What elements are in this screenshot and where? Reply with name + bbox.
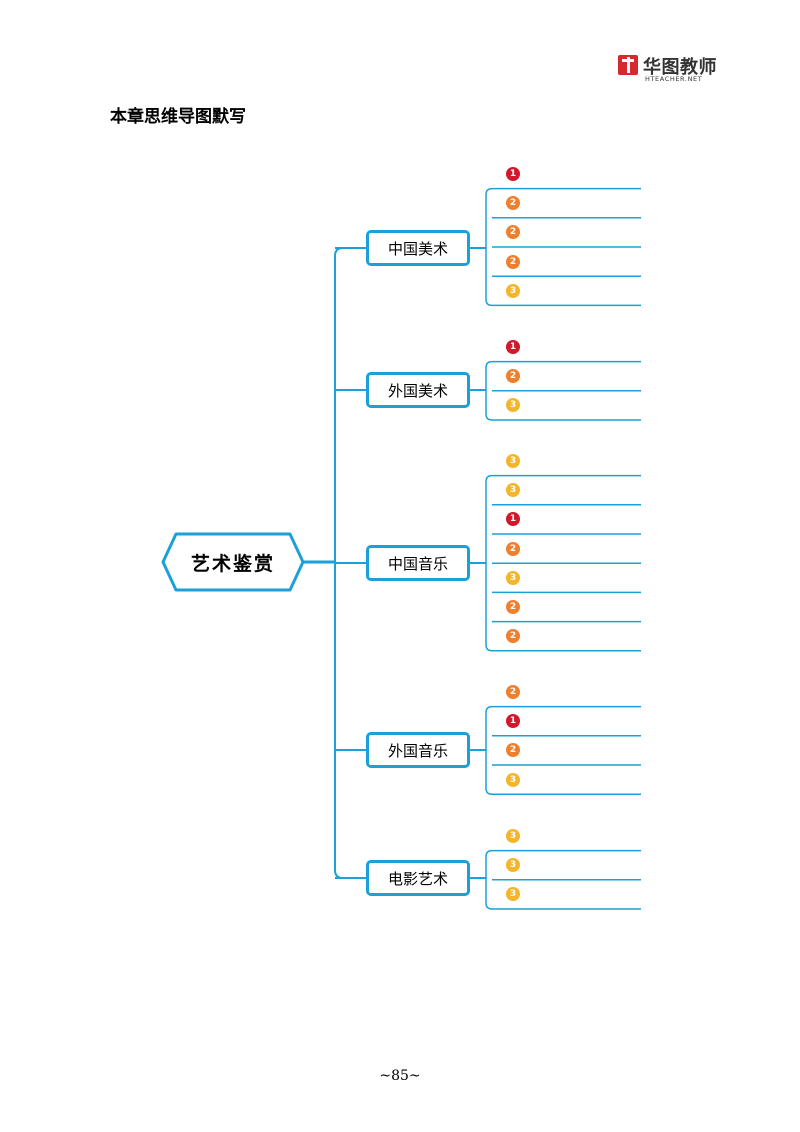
logo-brand: 华图教师: [643, 57, 717, 78]
importance-badge: 3: [506, 283, 520, 298]
importance-badge: 2: [506, 196, 520, 211]
leaf-bracket: [485, 360, 493, 421]
importance-badge: 2: [506, 225, 520, 240]
importance-badge: 3: [506, 829, 520, 843]
page-number: ~85~: [379, 1068, 421, 1084]
importance-badge: 2: [506, 629, 520, 644]
importance-badge: 1: [506, 714, 520, 729]
importance-badge: 2: [506, 541, 520, 556]
importance-badge: 2: [506, 685, 520, 699]
category-node: 电影艺术: [366, 860, 470, 896]
logo-mark-icon: [618, 55, 638, 75]
importance-badge: 1: [506, 512, 520, 527]
hteacher-logo: 华图教师 HTEACHER.NET: [618, 55, 733, 87]
category-node: 外国美术: [366, 372, 470, 408]
leaf-bracket: [485, 187, 493, 307]
root-node-shape: [161, 532, 305, 592]
importance-badge: 3: [506, 483, 520, 498]
importance-badge: 3: [506, 570, 520, 585]
category-node: 外国音乐: [366, 732, 470, 768]
leaf-bracket: [485, 474, 493, 652]
category-node: 中国美术: [366, 230, 470, 266]
importance-badge: 3: [506, 858, 520, 873]
leaf-bracket: [485, 849, 493, 910]
root-node-label: 艺术鉴赏: [190, 552, 275, 575]
logo-site: HTEACHER.NET: [645, 75, 703, 83]
importance-badge: 2: [506, 743, 520, 758]
importance-badge: 3: [506, 398, 520, 413]
importance-badge: 2: [506, 369, 520, 384]
importance-badge: 1: [506, 167, 520, 181]
importance-badge: 3: [506, 454, 520, 468]
importance-badge: 1: [506, 340, 520, 354]
importance-badge: 3: [506, 887, 520, 902]
page-title: 本章思维导图默写: [110, 107, 246, 127]
importance-badge: 3: [506, 772, 520, 787]
importance-badge: 2: [506, 254, 520, 269]
importance-badge: 2: [506, 600, 520, 614]
category-node: 中国音乐: [366, 545, 470, 581]
leaf-bracket: [485, 705, 493, 795]
